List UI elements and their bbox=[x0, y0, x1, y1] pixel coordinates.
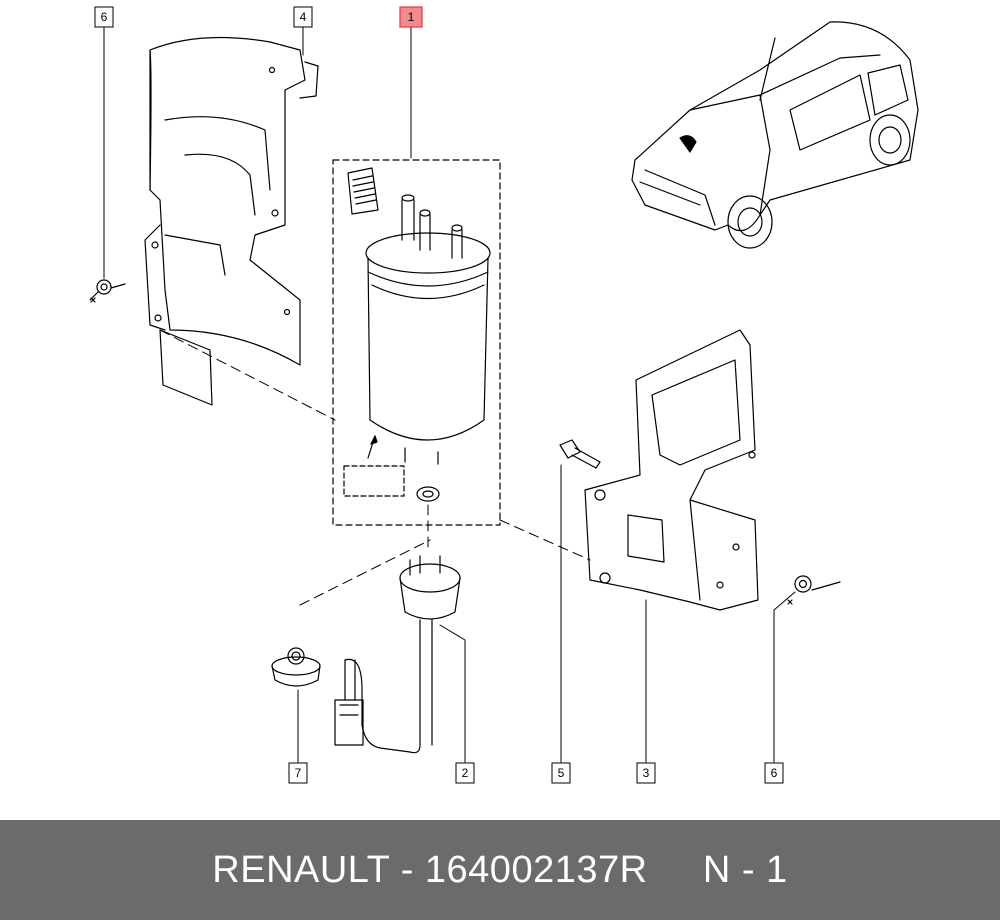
svg-text:6: 6 bbox=[771, 766, 778, 780]
callout-6-top: 6 bbox=[94, 6, 114, 28]
svg-text:3: 3 bbox=[643, 766, 650, 780]
bolt-part-5 bbox=[559, 439, 601, 469]
callout-4-top: 4 bbox=[293, 6, 313, 28]
callout-3-bottom: 3 bbox=[636, 762, 656, 784]
svg-text:1: 1 bbox=[408, 10, 415, 24]
callout-5-bottom: 5 bbox=[551, 762, 571, 784]
fuel-filter-part-1 bbox=[332, 159, 501, 526]
leader-lines bbox=[103, 26, 796, 763]
assembly-dashed-lines bbox=[159, 329, 591, 606]
heat-shield-part-4 bbox=[144, 36, 319, 406]
filter-head-part-2 bbox=[334, 555, 461, 754]
cap-part-7 bbox=[271, 647, 321, 687]
callout-7-bottom: 7 bbox=[288, 762, 308, 784]
callout-2-bottom: 2 bbox=[455, 762, 475, 784]
nut-part-6-left bbox=[89, 279, 126, 303]
svg-text:4: 4 bbox=[300, 10, 307, 24]
vehicle-location-view bbox=[631, 21, 919, 249]
bracket-part-3 bbox=[584, 329, 759, 611]
callout-6-bottom: 6 bbox=[764, 762, 784, 784]
footer-part-number-text: RENAULT - 164002137R N - 1 bbox=[212, 848, 788, 891]
exploded-parts-diagram: 1 4 6 7 2 5 3 6 bbox=[89, 6, 919, 784]
nut-part-6-right bbox=[787, 575, 841, 605]
part-number-footer: RENAULT - 164002137R N - 1 bbox=[0, 820, 1000, 920]
callout-1-top: 1 bbox=[399, 6, 423, 28]
svg-text:2: 2 bbox=[462, 766, 469, 780]
svg-text:5: 5 bbox=[558, 766, 565, 780]
svg-text:6: 6 bbox=[101, 10, 108, 24]
svg-text:7: 7 bbox=[295, 766, 302, 780]
